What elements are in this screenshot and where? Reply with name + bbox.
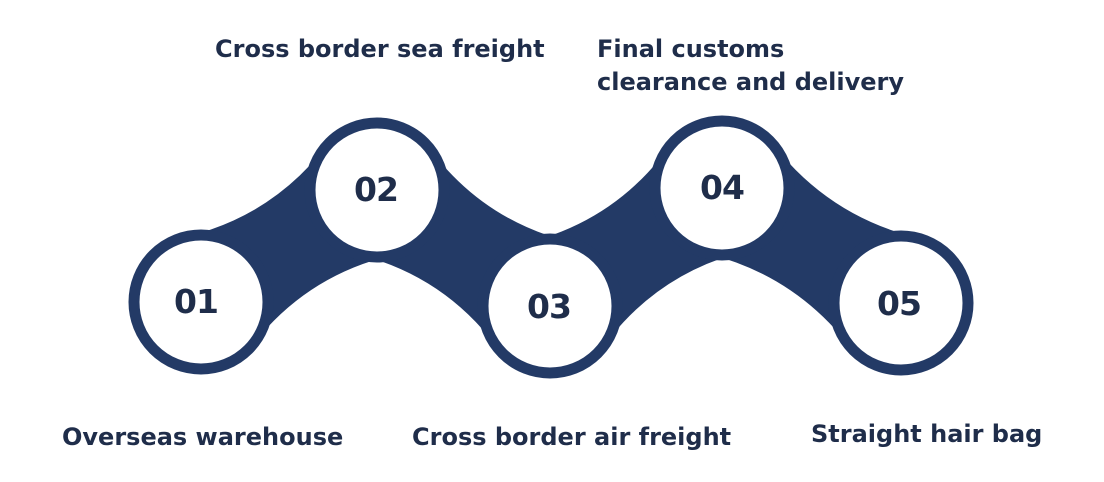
step-label-04-line-1: Final customs [597,35,785,63]
step-number-02: 02 [354,170,398,209]
step-number-05: 05 [877,284,921,323]
step-circle-02 [304,117,450,263]
step-label-01: Overseas warehouse [62,423,344,451]
step-label-03: Cross border air freight [412,423,732,451]
step-circle-04 [649,115,795,261]
step-circle-05 [828,230,974,376]
step-label-05: Straight hair bag [811,420,1043,448]
step-circle-03 [477,233,623,379]
step-number-01: 01 [174,282,218,321]
step-number-03: 03 [527,287,571,326]
step-number-04: 04 [700,168,744,207]
step-label-04: Final customs clearance and delivery [597,33,917,99]
step-circles [128,115,974,379]
step-circle-01 [128,229,274,375]
step-label-02: Cross border sea freight [215,35,545,63]
step-label-04-line-2: clearance and delivery [597,68,905,96]
